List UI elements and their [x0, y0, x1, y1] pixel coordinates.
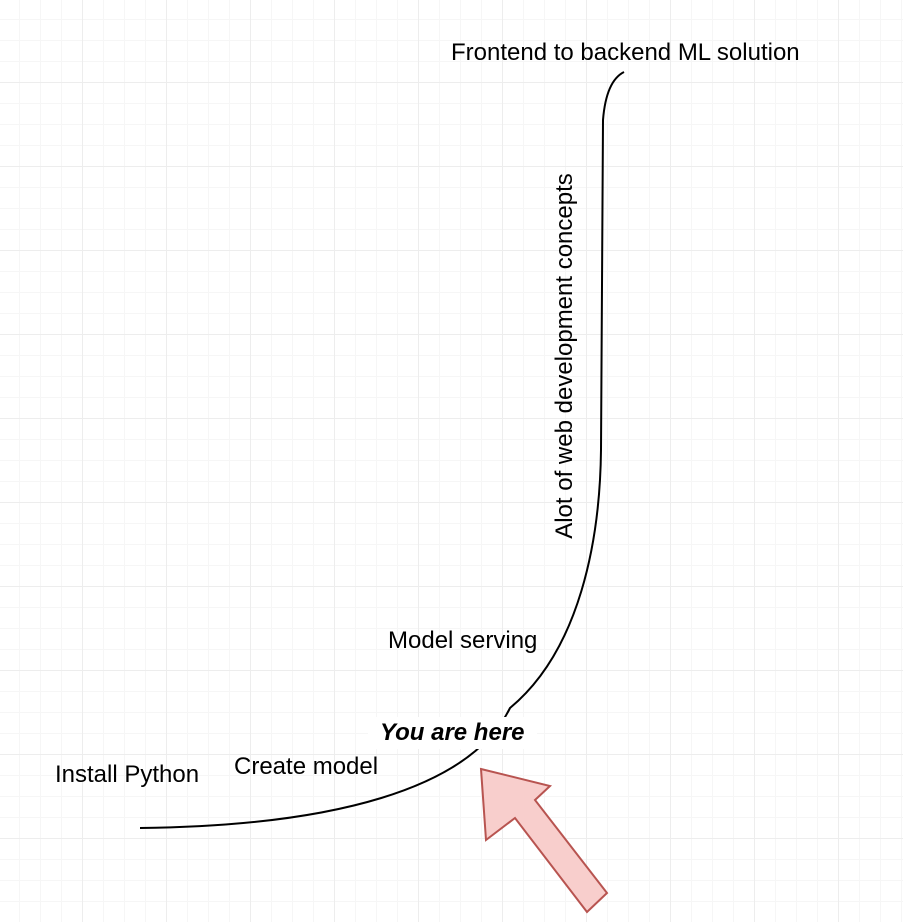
create-model-label: Create model — [234, 753, 379, 780]
install-python-label: Install Python — [55, 761, 200, 788]
you-are-here-arrow — [479, 767, 609, 914]
you-are-here-label: You are here — [368, 717, 537, 749]
goal-label: Frontend to backend ML solution — [451, 39, 800, 66]
model-serving-label: Model serving — [388, 627, 538, 654]
learning-curve — [139, 71, 625, 829]
web-concepts-label: Alot of web development concepts — [551, 173, 578, 539]
